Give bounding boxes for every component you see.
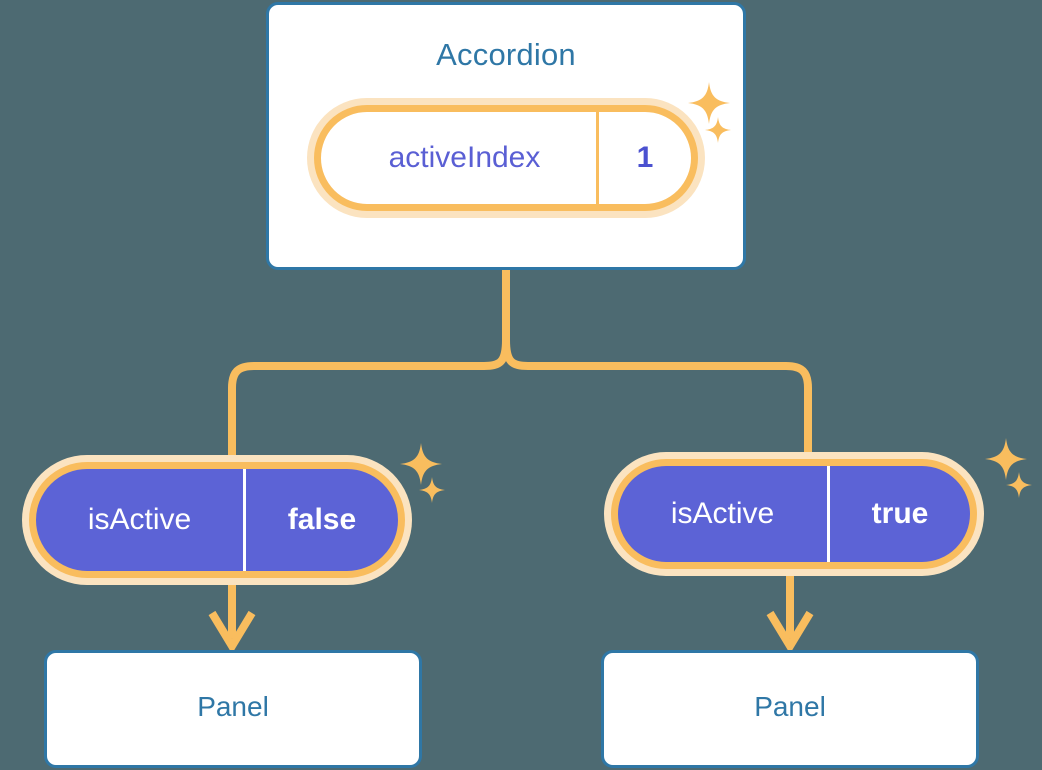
state-badge-ring: activeIndex 1 bbox=[314, 105, 698, 211]
arrow-down-icon-right bbox=[766, 610, 814, 654]
state-badge-is-active-left[interactable]: isActive false bbox=[22, 455, 412, 585]
sparkle-icon-left-small bbox=[419, 477, 445, 503]
panel-title-right: Panel bbox=[754, 691, 826, 722]
state-key-label: isActive bbox=[87, 503, 192, 536]
panel-title-left: Panel bbox=[197, 691, 269, 722]
connector-to-left-branch bbox=[228, 339, 510, 455]
connector-to-right-branch bbox=[502, 339, 812, 452]
sparkle-icon-right-small bbox=[1006, 472, 1032, 498]
state-badge-divider bbox=[596, 112, 599, 204]
page-title: Accordion bbox=[436, 37, 576, 72]
state-key-label: activeIndex bbox=[388, 141, 541, 174]
arrow-down-icon-left bbox=[208, 610, 256, 654]
state-badge-active-index[interactable]: activeIndex 1 bbox=[307, 98, 705, 218]
state-badge-ring: isActive false bbox=[29, 462, 405, 578]
state-key-label: isActive bbox=[670, 497, 775, 530]
state-badge-ring: isActive true bbox=[611, 459, 977, 569]
sparkle-icon-right-large bbox=[985, 438, 1027, 480]
state-badge-divider bbox=[243, 469, 246, 571]
panel-card-right[interactable]: Panel bbox=[601, 650, 979, 768]
state-value-label: true bbox=[871, 497, 929, 530]
state-badge-divider bbox=[827, 466, 830, 562]
state-value-label: false bbox=[287, 503, 357, 536]
state-badge-is-active-right[interactable]: isActive true bbox=[604, 452, 984, 576]
panel-card-left[interactable]: Panel bbox=[44, 650, 422, 768]
state-value-label: 1 bbox=[636, 141, 654, 174]
sparkle-icon-left-large bbox=[400, 443, 442, 485]
